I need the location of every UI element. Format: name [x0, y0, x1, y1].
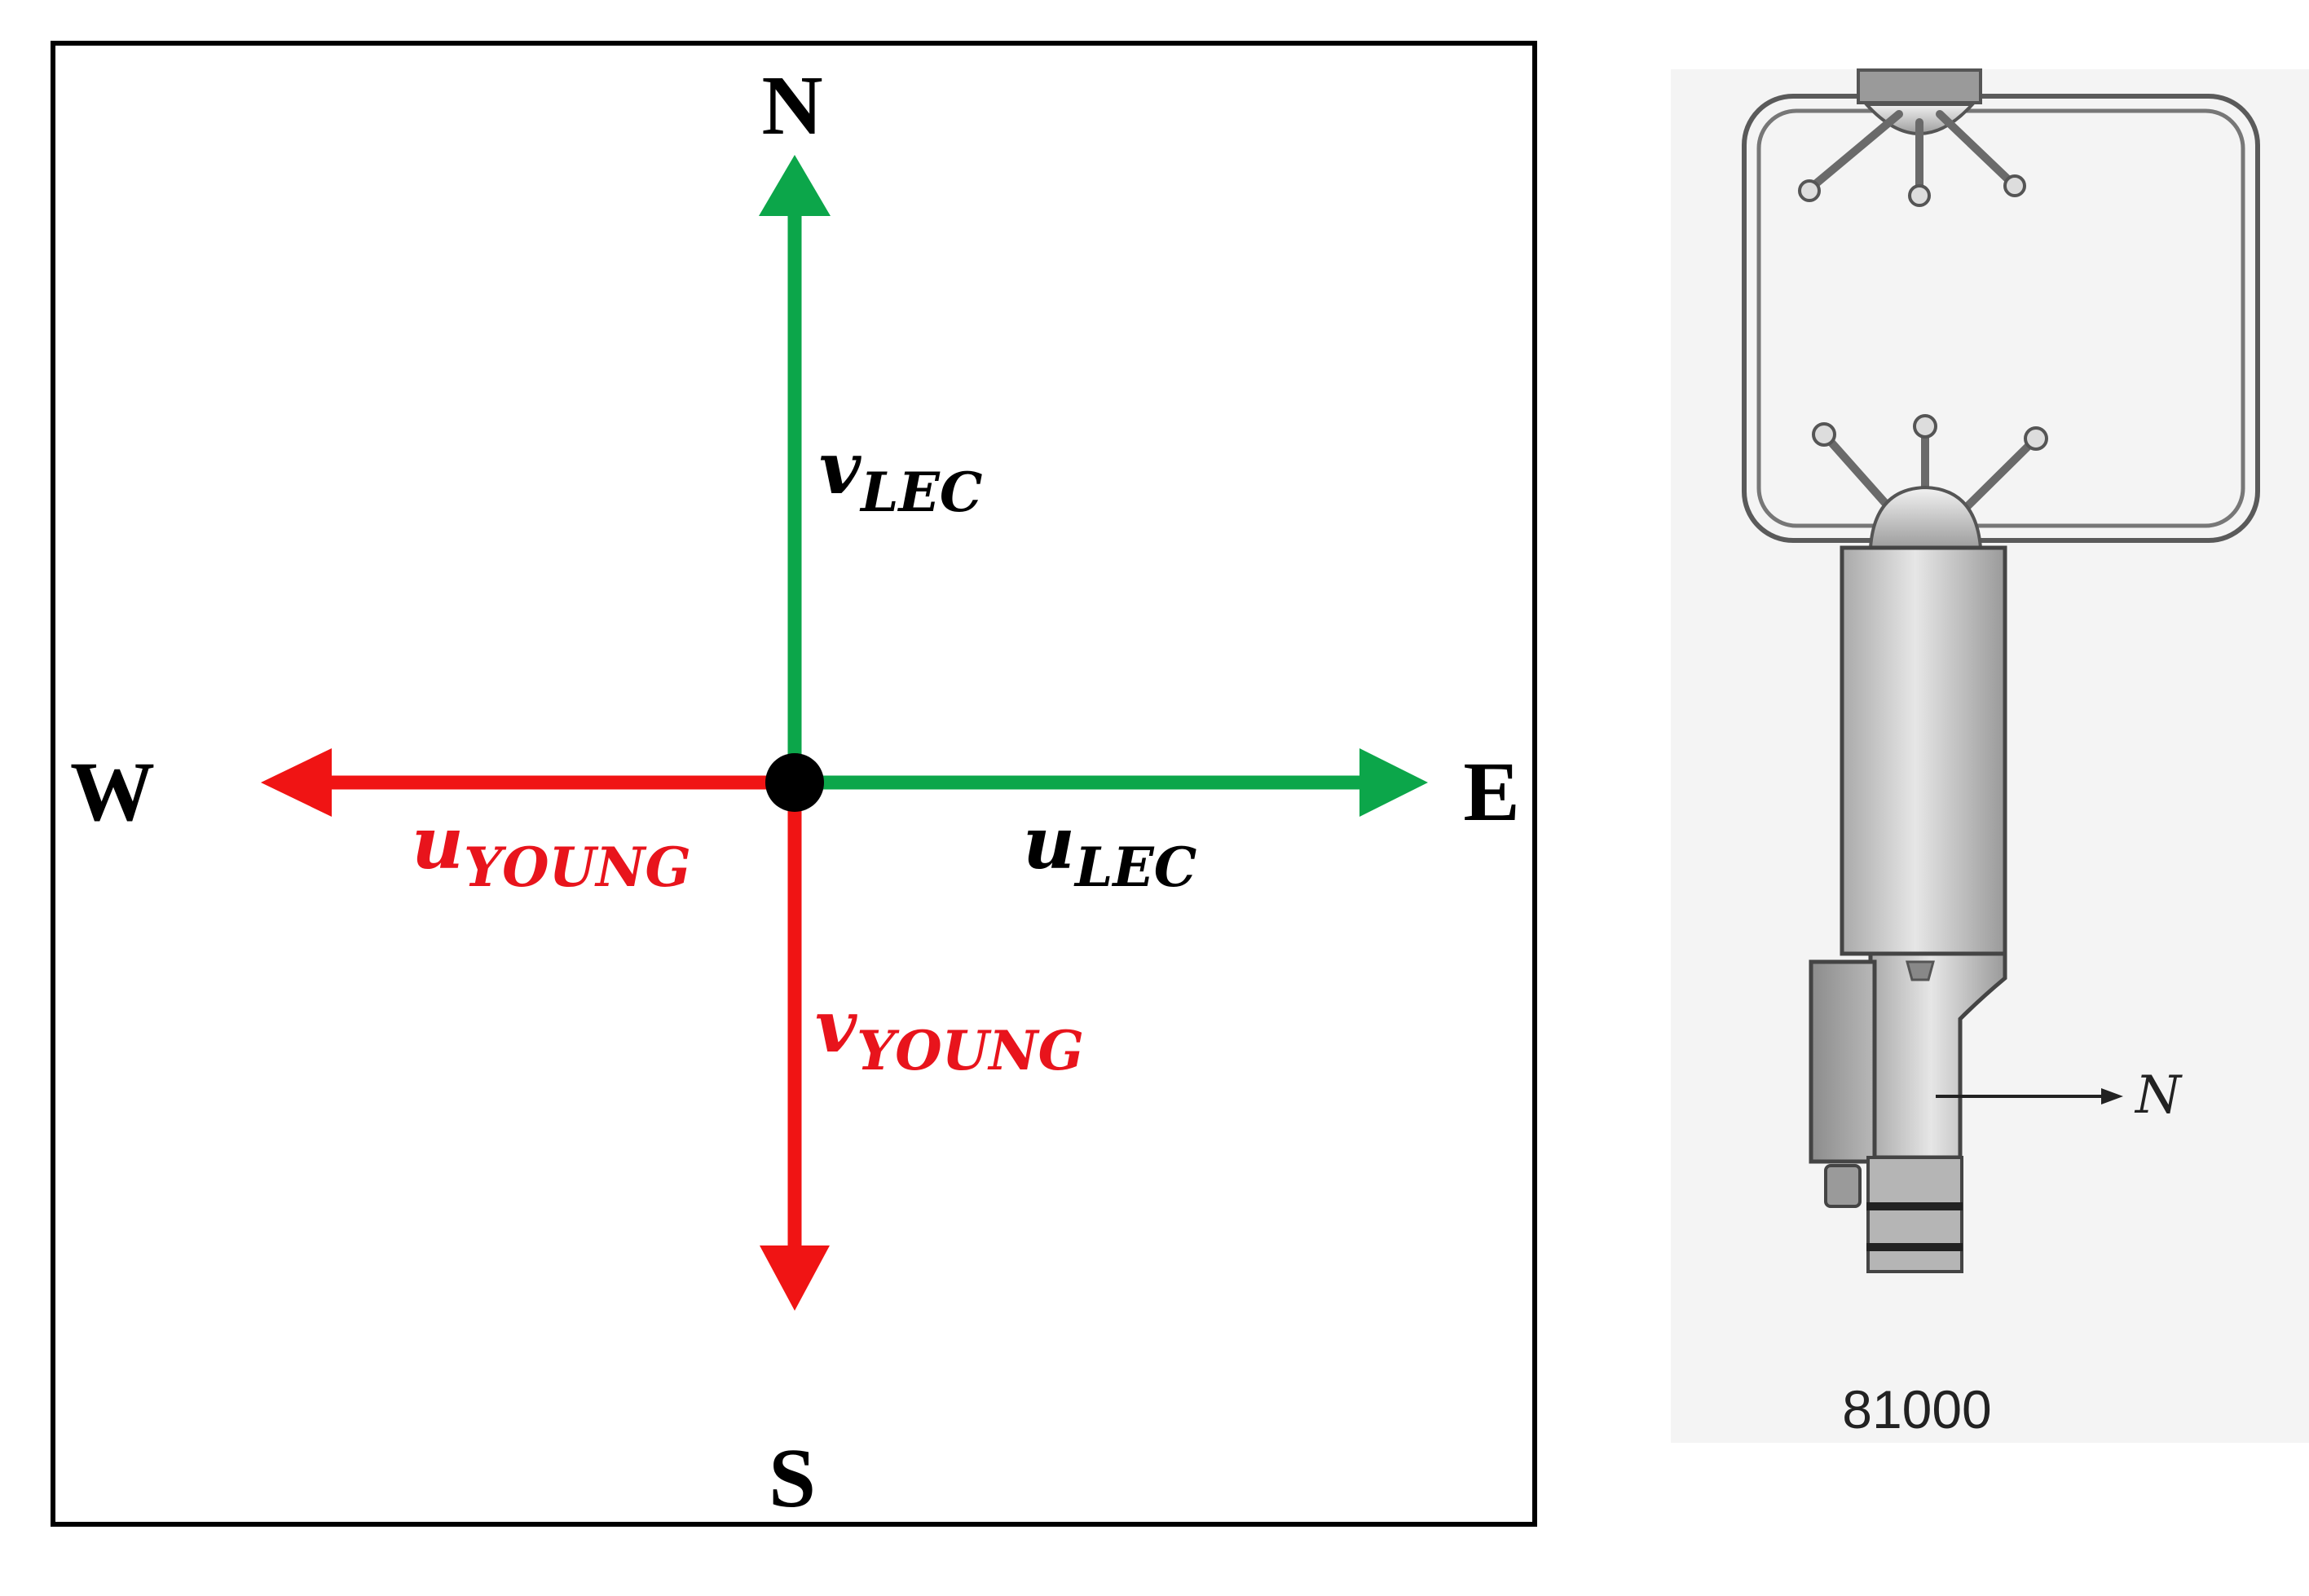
v-young-subscript: YOUNG [857, 1019, 1084, 1082]
sensor-north-label: N [2134, 1065, 2183, 1126]
u-young-symbol: u [412, 800, 464, 885]
v-lec-arrow-head [759, 155, 831, 216]
top-mount [1857, 68, 1982, 104]
sensor-model-label: 81000 [1842, 1379, 1992, 1439]
bottom-transducer-tips [1812, 414, 2048, 451]
v-lec-label: vLEC [819, 425, 982, 524]
u-lec-subscript: LEC [1073, 835, 1196, 899]
u-young-arrow-head [261, 748, 332, 817]
u-young-label: uYOUNG [412, 800, 691, 899]
anemometer-panel: N 81000 [1671, 68, 2309, 1443]
ultrasonic-anemometer-icon [1742, 68, 2260, 1273]
west-label: W [70, 745, 155, 839]
east-label: E [1463, 745, 1519, 839]
sensor-body [1840, 545, 2007, 956]
side-box [1809, 959, 1877, 1164]
connector-rings [1866, 1202, 1963, 1251]
v-young-arrow-head [760, 1245, 830, 1311]
v-lec-subscript: LEC [859, 461, 982, 524]
v-young-label: vYOUNG [815, 984, 1084, 1082]
v-young-symbol: v [815, 984, 857, 1069]
junction-housing [1868, 951, 2007, 1160]
anemometer-frame-outer [1742, 94, 2260, 543]
u-lec-arrow-head [1359, 748, 1428, 817]
origin-point [765, 753, 824, 812]
top-transducers [1805, 110, 2017, 198]
u-lec-label: uLEC [1023, 800, 1196, 899]
top-transducer-tips [1798, 174, 2026, 207]
v-lec-symbol: v [819, 425, 861, 510]
u-lec-symbol: u [1023, 800, 1075, 885]
north-arrow-head [2101, 1088, 2123, 1104]
anemometer-frame-inner [1756, 108, 2245, 528]
north-label: N [761, 59, 822, 152]
south-label: S [769, 1431, 816, 1525]
alignment-mark [1906, 960, 1935, 981]
connector-body [1866, 1156, 1963, 1273]
bottom-dome [1868, 485, 1983, 549]
u-young-subscript: YOUNG [464, 835, 691, 899]
side-screw [1824, 1164, 1862, 1208]
compass-diagram: N S E W vLEC uLEC uYOUNG vYOUNG [51, 41, 1537, 1527]
